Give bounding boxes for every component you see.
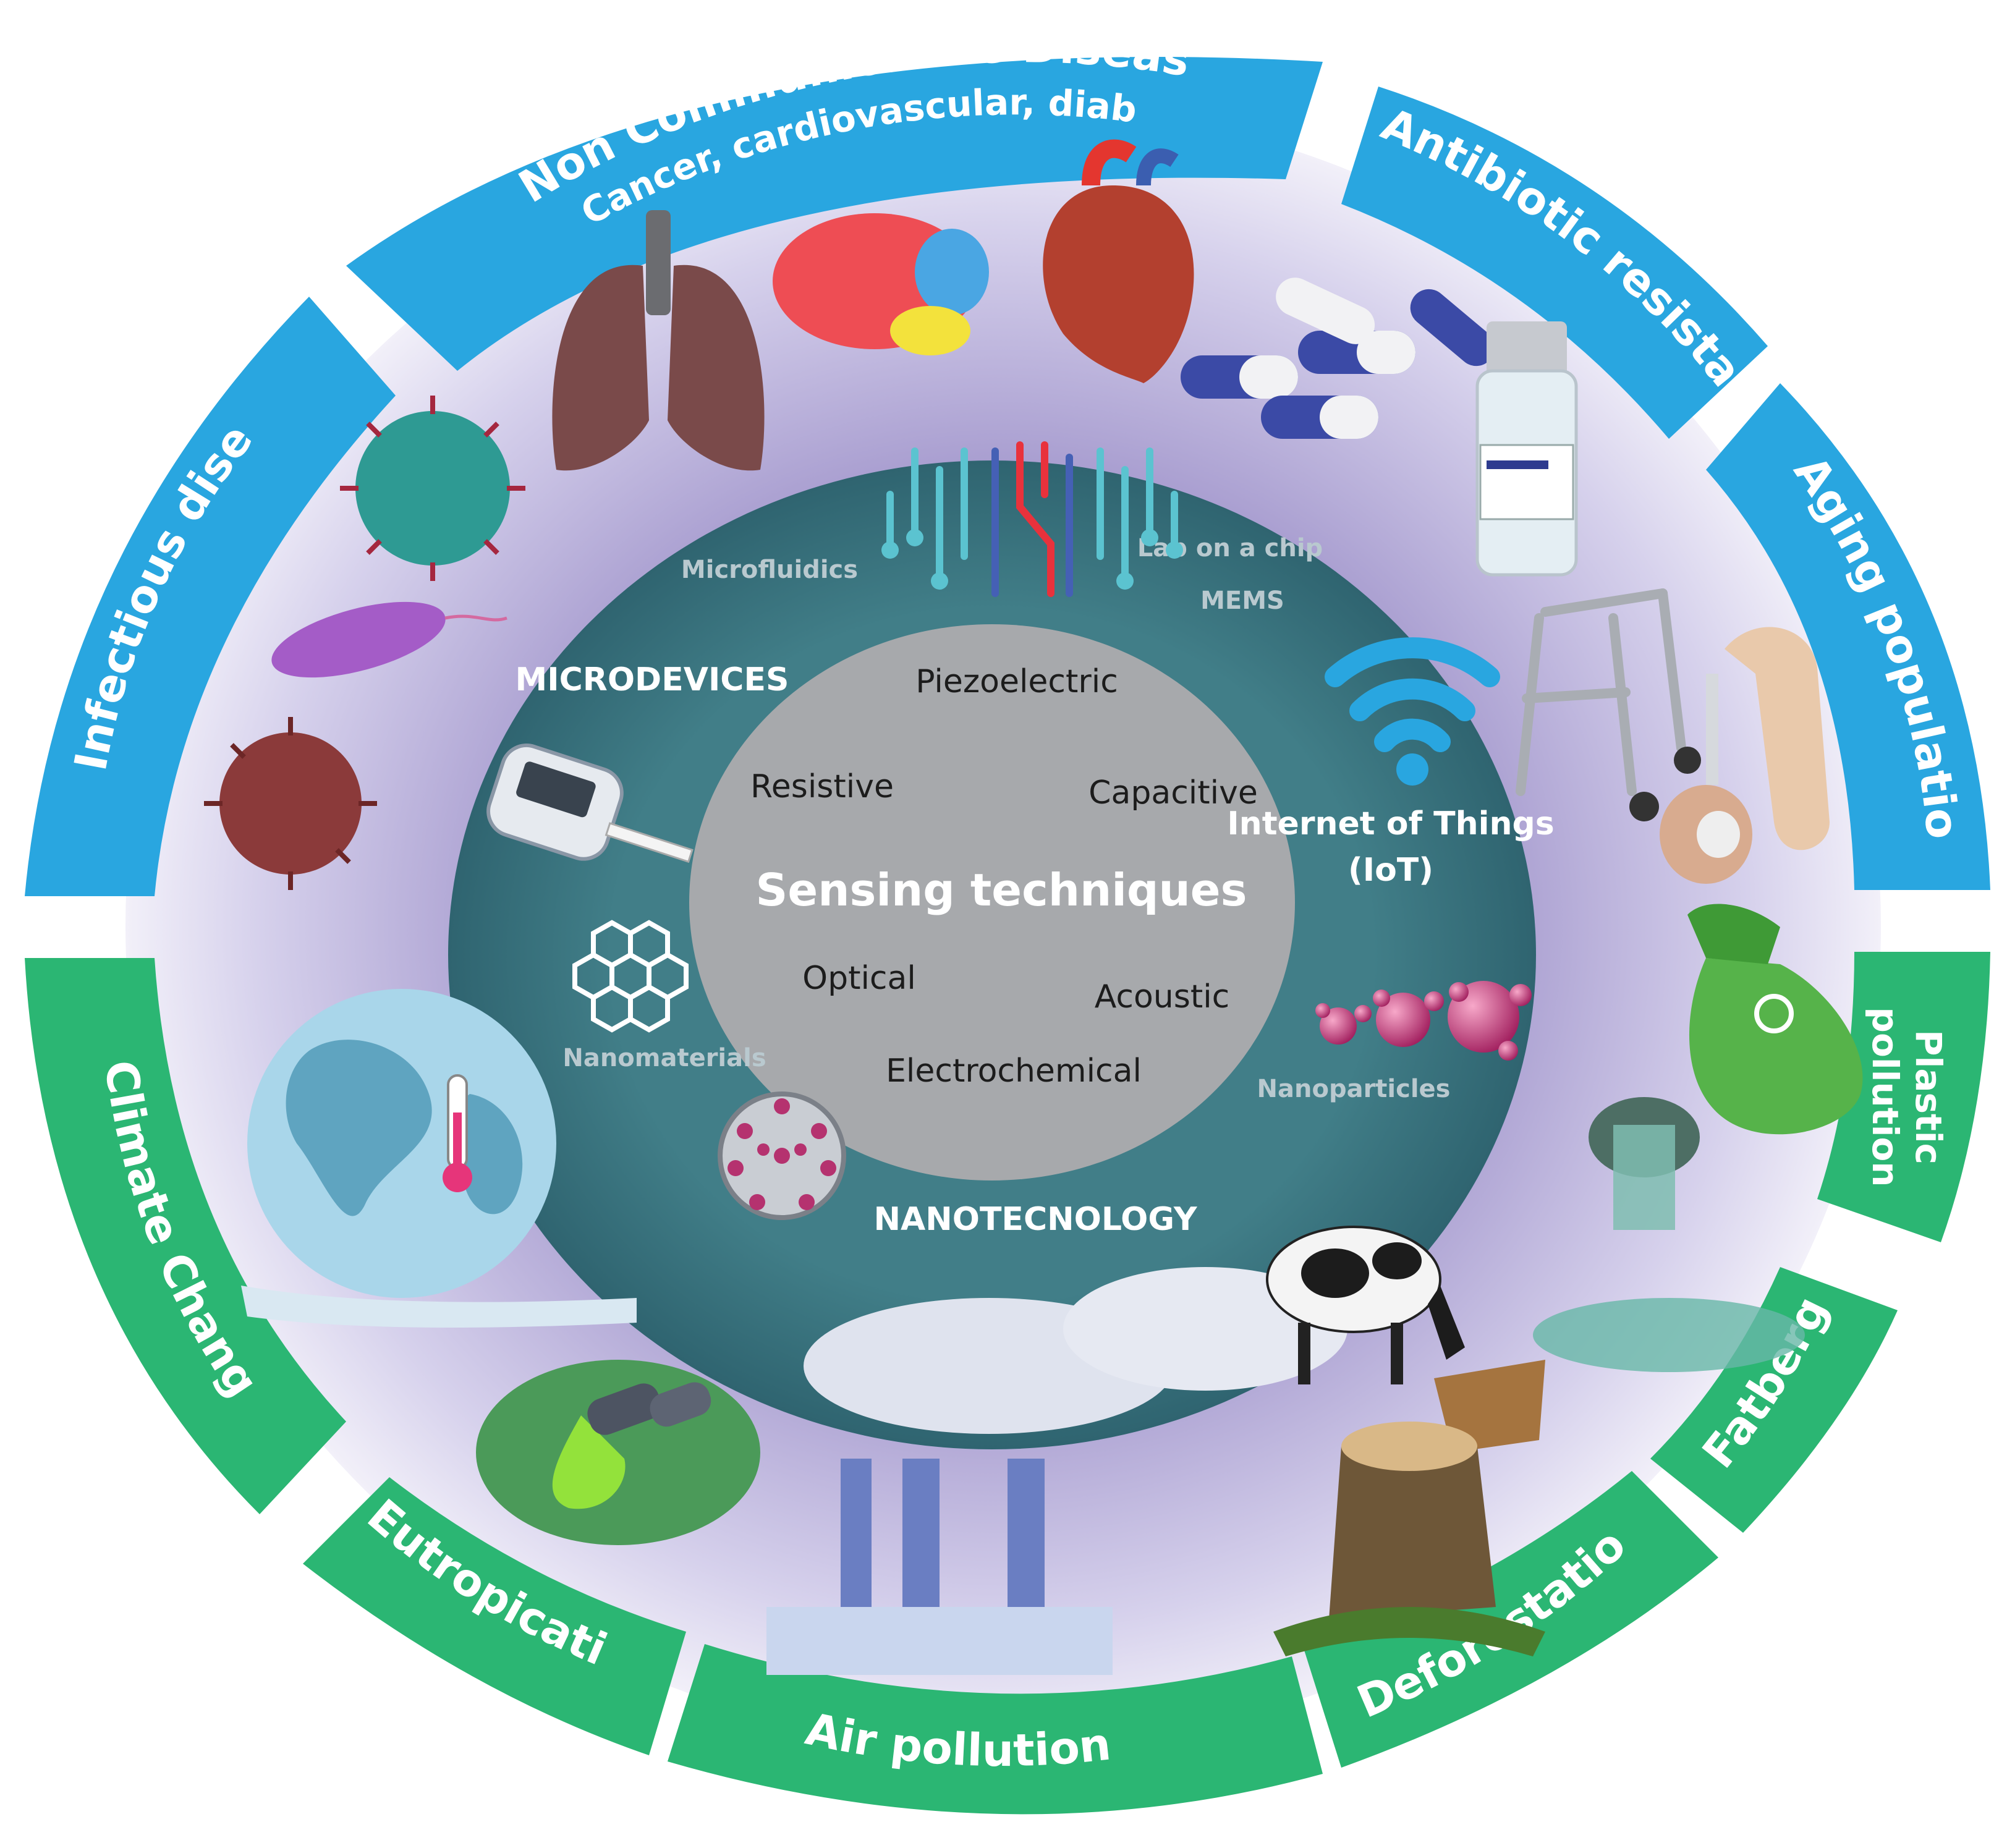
- band-deforestation: [1304, 1471, 1718, 1768]
- earth-thermometer-icon: [241, 989, 637, 1328]
- plastic-label: Plastic pollution: [1864, 1007, 1950, 1187]
- stump-icon: [1273, 1422, 1545, 1656]
- hearing-aid-icon: [1660, 627, 1830, 884]
- technique-acoustic: Acoustic: [1095, 978, 1230, 1015]
- band-fatbergs: [1650, 1267, 1898, 1533]
- svg-text:Plastic: Plastic: [1907, 1030, 1950, 1164]
- svg-text:pollution: pollution: [1864, 1007, 1906, 1187]
- band-infectious: [25, 297, 396, 896]
- heart-icon: [1043, 139, 1194, 383]
- brain-icon: [773, 213, 989, 355]
- pipe-spill-icon: [476, 1360, 760, 1545]
- mems-label: MEMS: [1200, 587, 1284, 615]
- technique-optical: Optical: [802, 960, 916, 997]
- fullerene-icon: [718, 1091, 846, 1220]
- cow-icon: [1266, 1226, 1545, 1452]
- glucometer-icon: [486, 744, 694, 863]
- virus-icon: [340, 396, 525, 581]
- circuit-icon: [881, 441, 1183, 597]
- center-disc: [689, 624, 1295, 1180]
- walker-icon: [1516, 588, 1701, 821]
- sewer-pipe-icon: [1533, 1097, 1805, 1372]
- technique-resistive: Resistive: [750, 768, 894, 805]
- technique-capacitive: Capacitive: [1088, 774, 1258, 812]
- microdevices-label: MICRODEVICES: [516, 661, 789, 698]
- lungs-icon: [552, 210, 765, 471]
- wifi-icon: [1325, 637, 1500, 786]
- nanotechnology-label: NANOTECNOLOGY: [873, 1201, 1197, 1238]
- vial-icon: [1475, 321, 1578, 577]
- factory-icon: [766, 1267, 1347, 1675]
- center-title: Sensing techniques: [756, 864, 1247, 916]
- bacteria-icon: [271, 601, 507, 678]
- graphene-icon: [572, 920, 689, 1033]
- plastic-bag-icon: [1687, 904, 1863, 1135]
- environment-band: [25, 952, 1990, 1815]
- technique-piezoelectric: Piezoelectric: [915, 663, 1118, 700]
- band-air: [668, 1644, 1323, 1815]
- health-band: [25, 57, 1990, 896]
- band-plastic: [1817, 952, 1990, 1242]
- nanomaterials-label: Nanomaterials: [562, 1044, 766, 1072]
- iot-label-line2: (IoT): [1348, 852, 1433, 889]
- technique-electrochemical: Electrochemical: [886, 1053, 1142, 1090]
- band-eutrophication: [303, 1477, 686, 1755]
- microfluidics-label: Microfluidics: [681, 556, 858, 584]
- pills-icon: [1181, 278, 1495, 439]
- band-aging: [1706, 383, 1990, 890]
- iot-label-line1: Internet of Things: [1227, 805, 1554, 842]
- nanoparticles-icon: [1315, 981, 1532, 1061]
- nanoparticles-label: Nanoparticles: [1257, 1075, 1451, 1103]
- virus-red-icon: [204, 717, 377, 890]
- band-antibiotic: [1341, 87, 1768, 439]
- band-climate: [25, 958, 346, 1514]
- band-ncd: [346, 57, 1323, 371]
- lab-on-chip-label: Lab on a chip: [1137, 534, 1323, 562]
